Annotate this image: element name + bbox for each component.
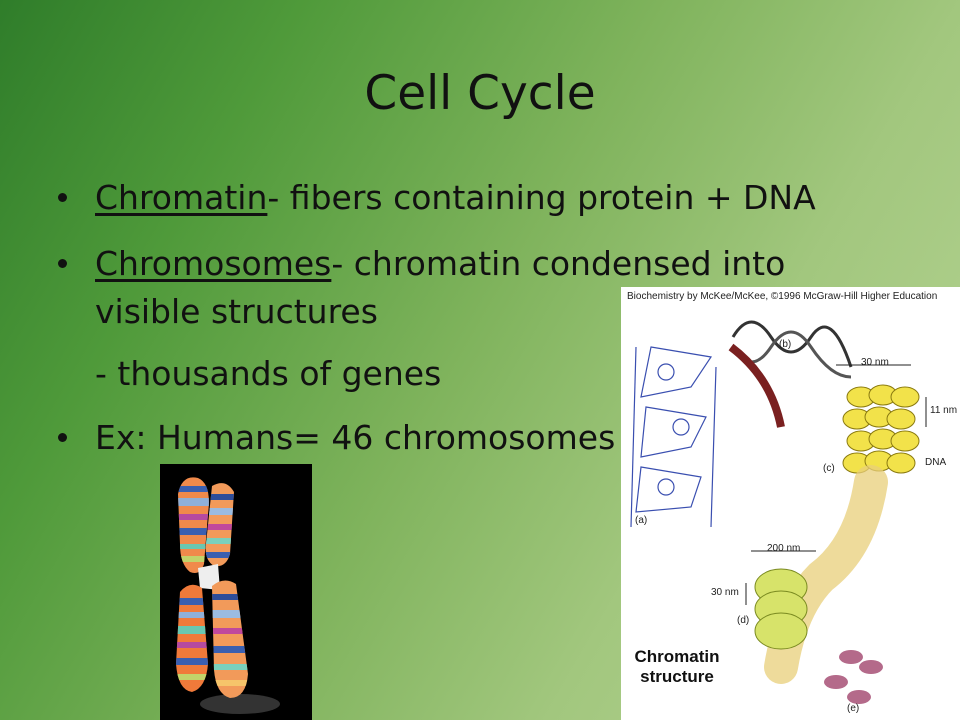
term-chromatin: Chromatin (95, 178, 268, 217)
diagram-credit: Biochemistry by McKee/McKee, ©1996 McGra… (627, 291, 938, 302)
slide-title: Cell Cycle (364, 66, 596, 121)
bullet-dot (58, 259, 67, 268)
term-chromosomes: Chromosomes (95, 244, 332, 283)
chromatin-diagram: Biochemistry by McKee/McKee, ©1996 McGra… (621, 287, 960, 720)
chromatin-structure-icon (630, 320, 927, 704)
chromosome-icon (176, 477, 280, 714)
label-30nm-top: 30 nm (861, 357, 889, 368)
label-c: (c) (823, 463, 835, 474)
label-30nm-side: 30 nm (711, 587, 739, 598)
label-200nm: 200 nm (767, 543, 801, 554)
diagram-caption: Chromatin structure (634, 647, 720, 687)
label-11nm: 11 nm (930, 405, 958, 416)
label-e: (e) (847, 703, 860, 714)
bullet-dot (58, 433, 67, 442)
label-b: (b) (779, 339, 792, 350)
label-d: (d) (737, 615, 750, 626)
definition-chromosomes: - chromatin condensed into (331, 244, 786, 283)
label-a: (a) (635, 515, 648, 526)
chromosome-image (160, 464, 312, 720)
bullet-dot (58, 193, 67, 202)
label-dna: DNA (925, 457, 947, 468)
definition-chromatin: - fibers containing protein + DNA (267, 178, 816, 217)
